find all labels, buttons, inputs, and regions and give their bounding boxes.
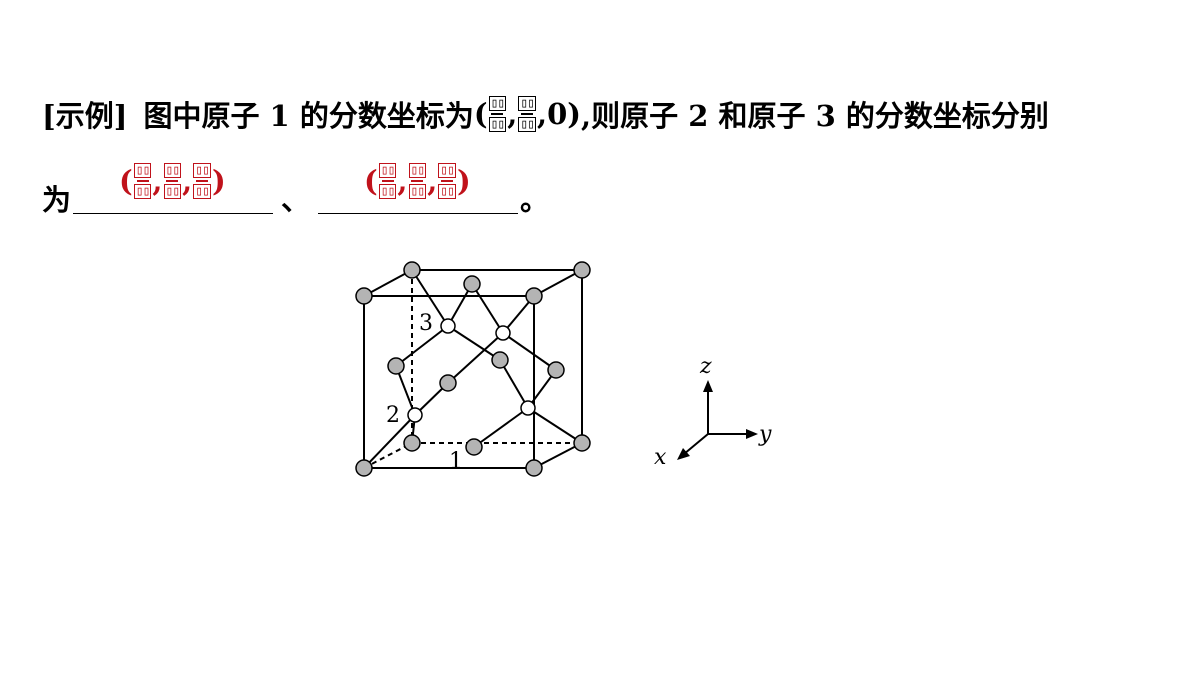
question-line-2: 为 ( ▯▯▯▯ , ▯▯▯▯ , ▯▯▯▯ ) 、 ( ▯▯▯▯ , ▯▯▯▯… <box>42 162 550 220</box>
atom-gray <box>387 357 405 375</box>
question-line-1: [示例] 图中原子 1 的分数坐标为 ( ▯▯ ▯▯ , ▯▯ ▯▯ , 0) … <box>42 92 1049 136</box>
x-axis <box>683 433 709 455</box>
fraction: ▯▯ ▯▯ <box>518 96 536 132</box>
bond <box>473 407 529 448</box>
cube-edge-hidden <box>363 442 413 469</box>
bond <box>499 359 529 409</box>
separator: 、 <box>281 183 311 217</box>
question-text-before: 图中原子 1 的分数坐标为 <box>143 99 474 133</box>
atom-gray <box>525 459 543 477</box>
bond <box>527 407 583 444</box>
atom-gray <box>525 287 543 305</box>
cube-edge <box>533 269 583 297</box>
atom-gray <box>355 459 373 477</box>
atom-white <box>520 400 536 416</box>
atom-white <box>495 325 511 341</box>
label-atom-3: 3 <box>419 311 433 336</box>
z-arrow-icon <box>703 380 713 392</box>
atom-3 <box>440 318 456 334</box>
bond <box>447 325 501 361</box>
y-arrow-icon <box>746 429 758 439</box>
cube-edge <box>533 442 583 469</box>
answer-atom3: ( ▯▯▯▯ , ▯▯▯▯ , ▯▯▯▯ ) <box>364 162 471 199</box>
atom1-coordinate: ( ▯▯ ▯▯ , ▯▯ ▯▯ , 0) <box>473 96 581 132</box>
cube-edge <box>363 269 413 297</box>
answer-blank-atom2: ( ▯▯▯▯ , ▯▯▯▯ , ▯▯▯▯ ) <box>73 162 274 214</box>
atom-gray <box>573 434 591 452</box>
example-tag: [示例] <box>42 99 128 133</box>
axis-label-z: z <box>699 354 712 379</box>
x-arrow-icon <box>677 448 690 460</box>
atom-gray <box>355 287 373 305</box>
atom-gray <box>403 434 421 452</box>
line2-start: 为 <box>42 183 72 217</box>
atom-1 <box>465 438 483 456</box>
cube-front-face <box>363 295 535 469</box>
bond <box>363 414 416 469</box>
axis-label-y: y <box>758 422 772 447</box>
bond <box>411 269 449 327</box>
answer-blank-atom3: ( ▯▯▯▯ , ▯▯▯▯ , ▯▯▯▯ ) <box>318 162 519 214</box>
label-atom-1: 1 <box>449 449 463 474</box>
atom-gray <box>439 374 457 392</box>
label-atom-2: 2 <box>386 403 400 428</box>
atom-gray <box>573 261 591 279</box>
atom-gray <box>403 261 421 279</box>
atom-2 <box>407 407 423 423</box>
fraction: ▯▯ ▯▯ <box>488 96 507 132</box>
bond <box>471 283 504 334</box>
atom-gray <box>463 275 481 293</box>
bond <box>502 332 557 371</box>
atom-gray <box>491 351 509 369</box>
bond <box>447 332 504 384</box>
axis-label-x: x <box>654 445 667 470</box>
answer-atom2: ( ▯▯▯▯ , ▯▯▯▯ , ▯▯▯▯ ) <box>119 162 226 199</box>
bond <box>395 365 416 416</box>
question-text-after: ,则原子 2 和原子 3 的分数坐标分别 <box>581 99 1049 133</box>
end-mark: 。 <box>520 183 550 217</box>
bond <box>395 325 449 367</box>
atom-gray <box>547 361 565 379</box>
axes <box>677 380 758 460</box>
